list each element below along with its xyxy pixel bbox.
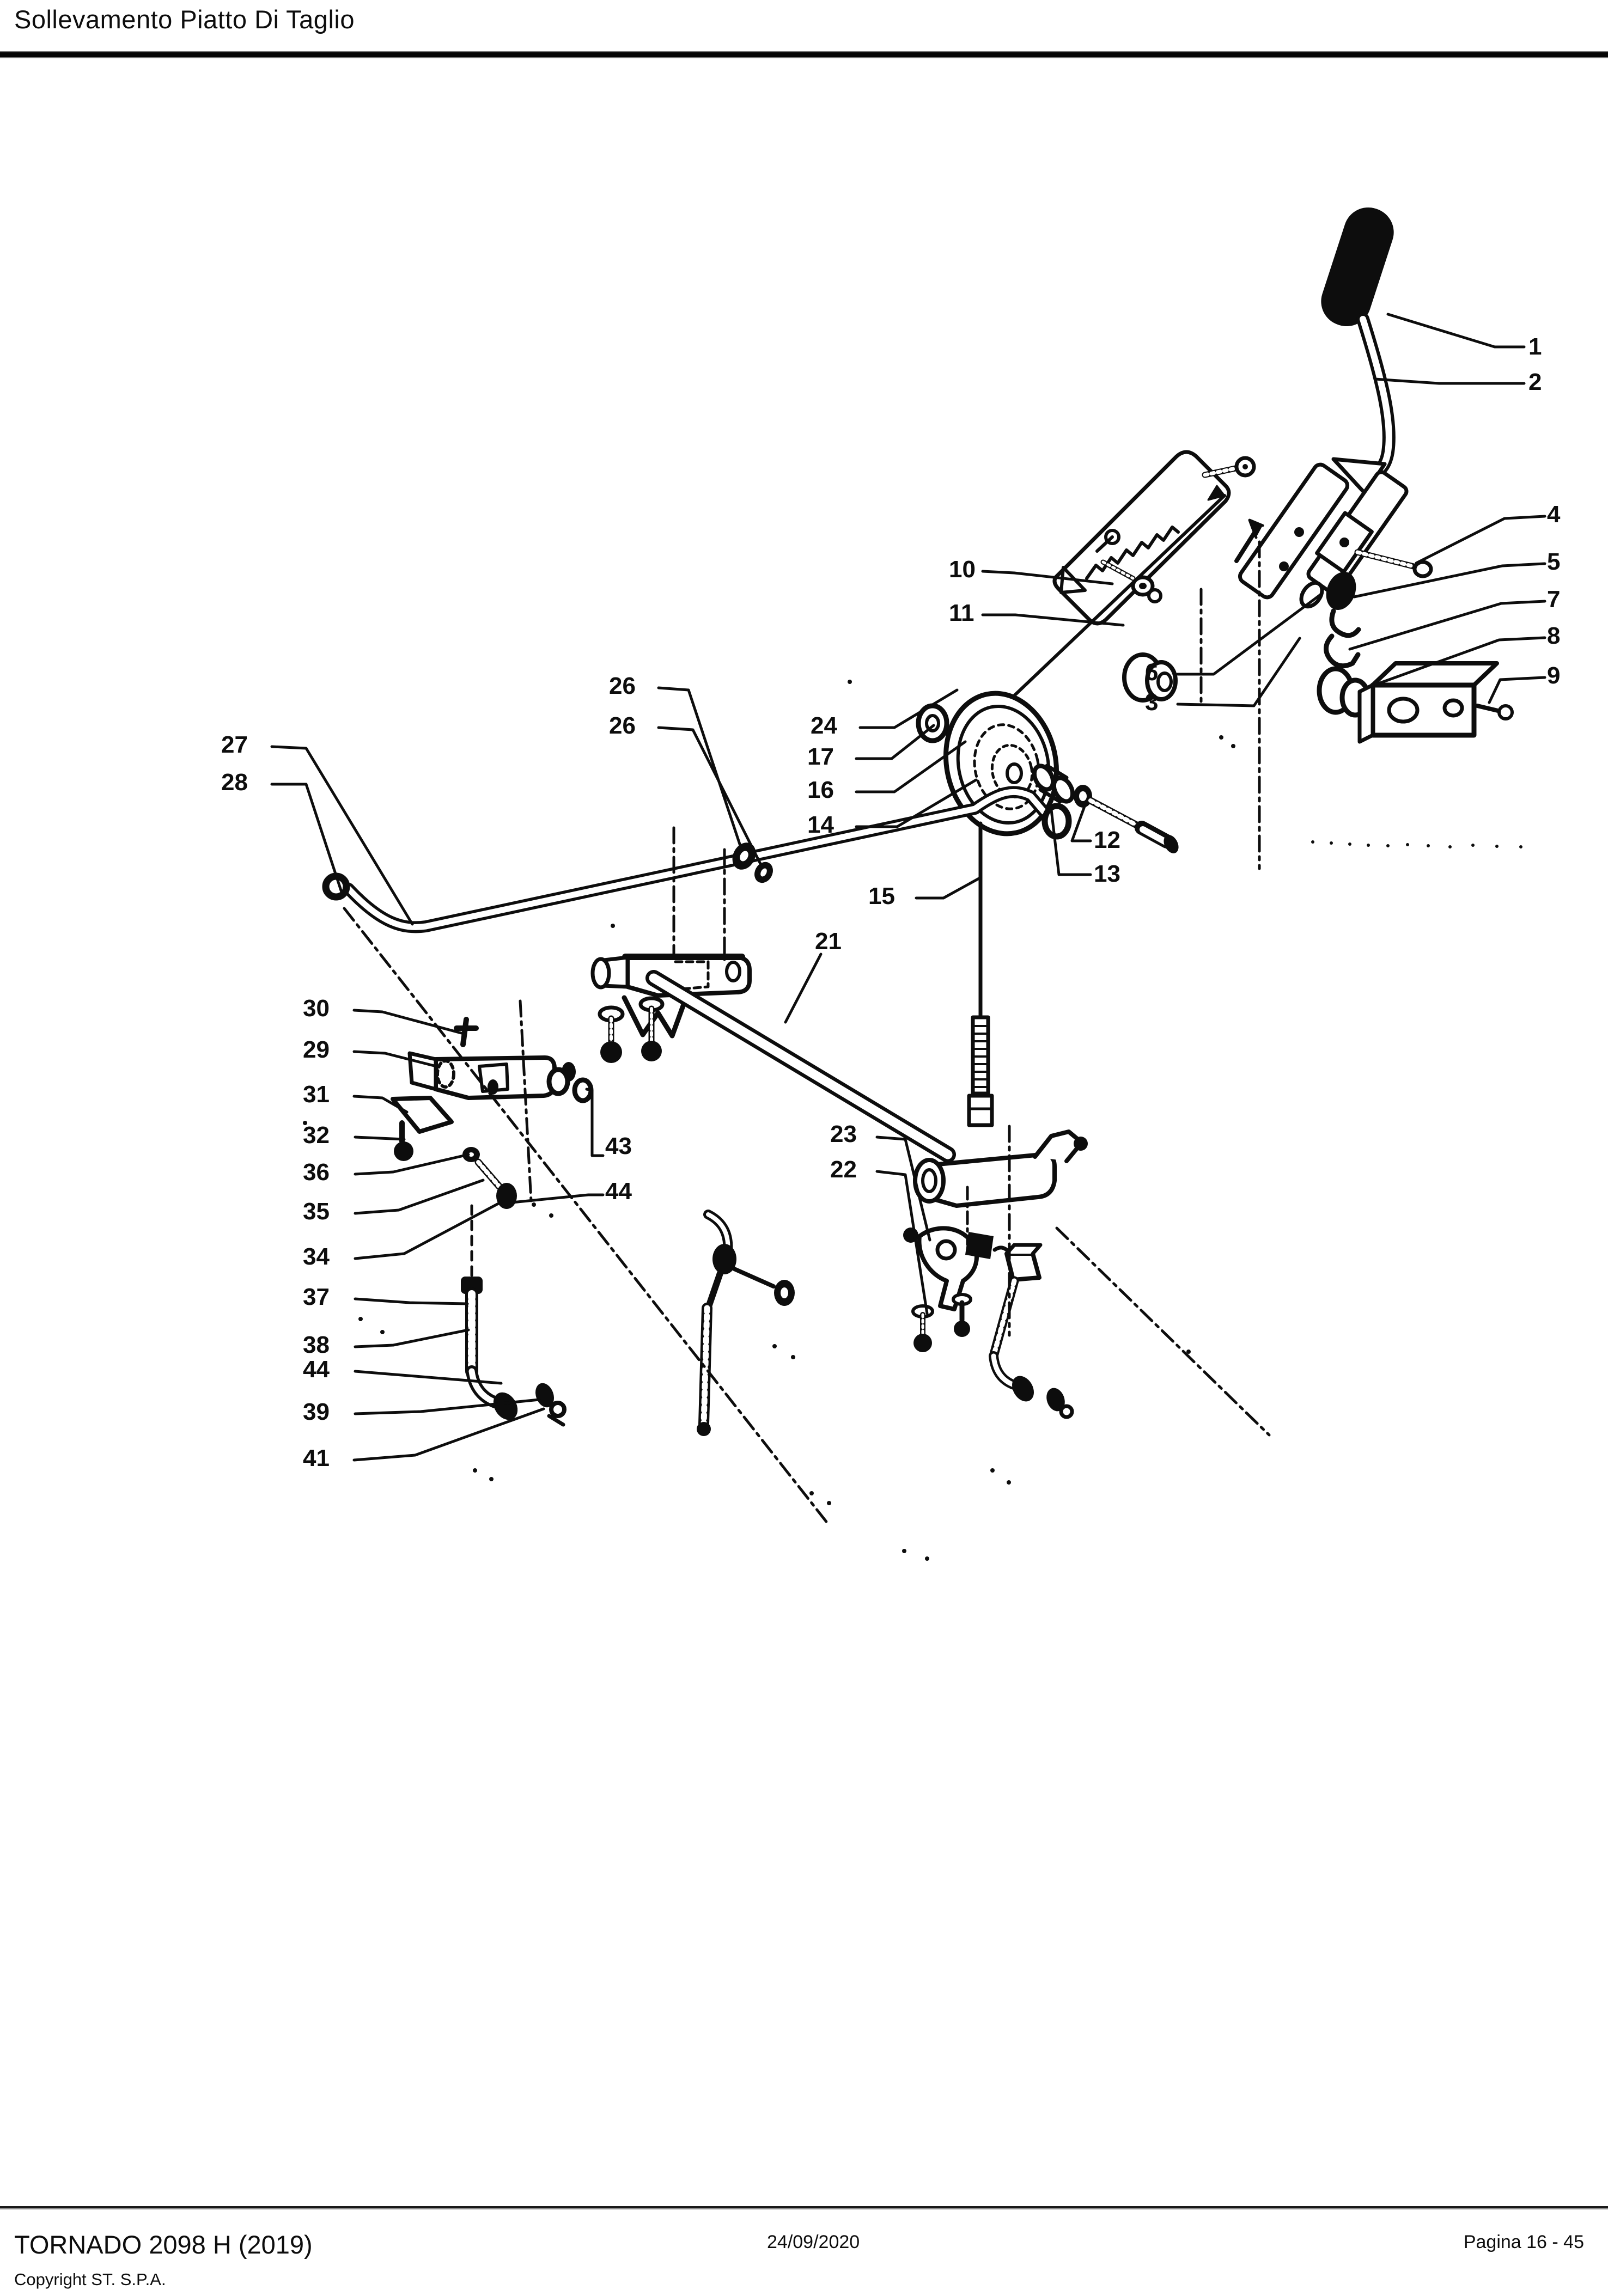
part-number-label: 35 [303, 1198, 330, 1225]
part-number-label: 39 [303, 1399, 330, 1425]
part-number-label: 11 [949, 600, 974, 626]
middle-ball-link [697, 1210, 795, 1436]
part-number-label: 6 [1145, 659, 1158, 686]
lever-rod [1356, 313, 1396, 479]
link-rod [322, 786, 1072, 933]
rod-washers [732, 842, 773, 883]
pivot-plate-assembly [391, 1017, 594, 1209]
part-number-label: 9 [1547, 662, 1560, 689]
part-number-label: 21 [815, 928, 842, 955]
construction-lines [343, 540, 1271, 1525]
quadrant-plate [1052, 450, 1256, 626]
part-number-label: 8 [1547, 622, 1560, 649]
part-number-label: 17 [807, 743, 834, 770]
grommet-bushing [1122, 652, 1178, 703]
part-number-label: 15 [868, 883, 895, 909]
part-number-label: 1 [1528, 333, 1542, 360]
part-number-label: 13 [1094, 860, 1120, 887]
part-number-label: 24 [811, 712, 837, 739]
footer-page-number: Pagina 16 - 45 [1463, 2232, 1584, 2252]
hook-spring [1324, 633, 1361, 669]
lift-cable [967, 821, 994, 1127]
part-number-label: 30 [303, 995, 330, 1022]
right-pivot-hub [913, 1129, 1088, 1208]
part-number-label: 41 [303, 1445, 330, 1471]
diagram-canvas: 1245789101163262624171614272812131521302… [221, 207, 1561, 1561]
part-number-label: 23 [830, 1121, 857, 1147]
part-number-label: 4 [1547, 501, 1561, 528]
footer-rule [0, 2206, 1608, 2209]
part-number-label: 5 [1547, 548, 1560, 575]
part-number-label: 31 [303, 1081, 330, 1108]
page-title: Sollevamento Piatto Di Taglio [14, 5, 355, 34]
part-number-label: 14 [807, 811, 834, 838]
footer-copyright: Copyright ST. S.P.A. [14, 2270, 166, 2289]
title-rule [0, 51, 1608, 58]
part-number-label: 44 [605, 1178, 632, 1205]
lever-pivot-bracket [1234, 457, 1409, 609]
part-number-label: 44 [303, 1356, 330, 1383]
mount-bracket [1357, 661, 1514, 744]
part-number-label: 29 [303, 1036, 330, 1063]
part-number-label: 37 [303, 1284, 330, 1310]
lever-grip [1321, 207, 1394, 327]
spring-clip [1326, 572, 1361, 638]
left-j-link [461, 1204, 567, 1427]
footer-date: 24/09/2020 [767, 2232, 860, 2252]
pulley-spacer [1032, 764, 1075, 804]
part-number-label: 7 [1547, 586, 1560, 613]
scan-speckles [303, 680, 1522, 1561]
part-number-label: 36 [303, 1159, 330, 1186]
crank-bolts [911, 1293, 972, 1352]
footer-model: TORNADO 2098 H (2019) [14, 2230, 313, 2259]
cross-shaft [645, 970, 956, 1163]
pulley-bolt [1074, 785, 1179, 853]
pivot-bolt [1354, 549, 1433, 578]
part-number-label: 16 [807, 777, 834, 803]
part-number-label: 26 [609, 712, 636, 739]
part-number-label: 3 [1145, 689, 1158, 716]
cable-guide-line [998, 485, 1226, 711]
part-number-label: 38 [303, 1332, 330, 1358]
part-number-label: 10 [949, 556, 976, 583]
part-number-label: 32 [303, 1122, 330, 1149]
left-pivot-hub [590, 954, 752, 1063]
part-number-label: 26 [609, 673, 636, 699]
part-number-label: 22 [830, 1156, 857, 1183]
part-number-label: 2 [1528, 369, 1542, 395]
part-number-label: 43 [605, 1133, 632, 1159]
part-number-label: 28 [221, 769, 248, 796]
part-number-label: 12 [1094, 827, 1120, 853]
leader-lines [270, 313, 1546, 1462]
part-number-label: 27 [221, 731, 248, 758]
part-number-label: 34 [303, 1243, 330, 1270]
